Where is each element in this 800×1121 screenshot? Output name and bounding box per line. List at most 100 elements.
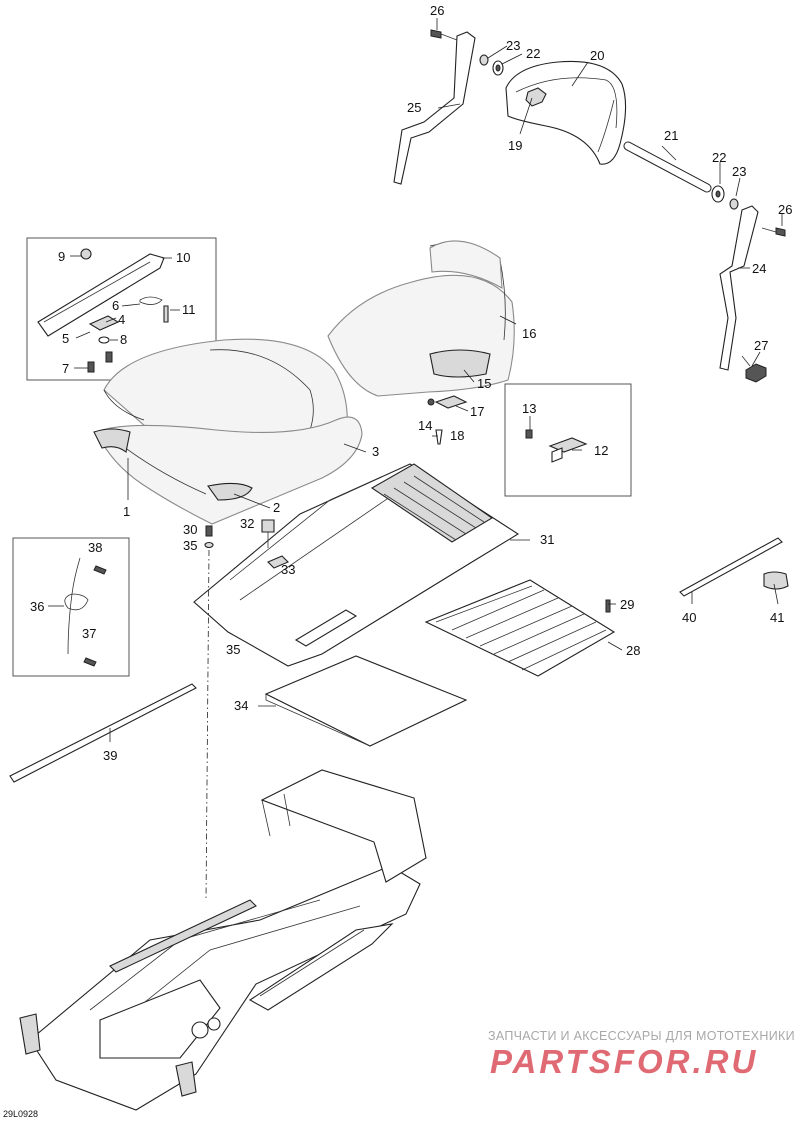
callout-31: 31: [540, 532, 554, 547]
screw-13: [525, 429, 533, 439]
nut-9: [80, 248, 92, 260]
callout-36: 36: [30, 599, 44, 614]
callout-3: 3: [372, 444, 379, 459]
callout-11: 11: [182, 302, 196, 317]
drawing-code: 29L0928: [3, 1109, 38, 1119]
kit-box-36: [12, 537, 130, 677]
washer-23-right: [729, 198, 739, 210]
callout-38: 38: [88, 540, 102, 555]
latch-kit-parts: [37, 248, 169, 373]
pad-34: [264, 655, 468, 747]
seat-base-31: [193, 463, 520, 667]
callout-22-top: 22: [526, 46, 540, 61]
callout-35: 35: [226, 642, 240, 657]
watermark-brand: PARTSFOR.RU: [490, 1043, 758, 1080]
callout-14: 14: [418, 418, 432, 433]
screw-30: [205, 525, 213, 537]
latch-4: [88, 315, 120, 331]
screw-38: [93, 565, 107, 575]
washer-35: [204, 541, 214, 549]
spacer-22-hole: [495, 64, 501, 72]
rail-10: [37, 253, 165, 337]
screw-7: [87, 361, 95, 373]
bracket-24: [719, 205, 759, 371]
rivet-18: [435, 429, 443, 445]
clip-17: [427, 395, 468, 445]
trim-39: [9, 683, 197, 783]
callout-23-top: 23: [506, 38, 520, 53]
watermark-tagline: ЗАПЧАСТИ И АКСЕССУАРЫ ДЛЯ МОТОТЕХНИКИ: [488, 1029, 795, 1043]
callout-5: 5: [62, 331, 69, 346]
front-cap-1: [93, 428, 131, 453]
nut-14: [427, 398, 435, 406]
callout-23-right: 23: [732, 164, 746, 179]
washer-23-top: [479, 54, 489, 66]
callout-10: 10: [176, 250, 190, 265]
callout-32: 32: [240, 516, 254, 531]
pin-11: [163, 305, 169, 323]
callout-35-small: 35: [183, 538, 197, 553]
buckle-33: [267, 555, 289, 569]
backrest-pad-20: [505, 60, 627, 165]
callout-4: 4: [118, 312, 125, 327]
callout-7: 7: [62, 361, 69, 376]
callout-26-right: 26: [778, 202, 792, 217]
patch-2: [207, 482, 253, 501]
washer-8: [98, 336, 110, 344]
passenger-seat-16: [327, 240, 515, 397]
bumper-32: [261, 519, 275, 548]
screw-26-top: [430, 29, 458, 41]
callout-15: 15: [477, 376, 491, 391]
base-ribs: [370, 463, 494, 543]
screw-26-right: [761, 227, 786, 237]
callout-41: 41: [770, 610, 784, 625]
strip-40: [679, 537, 783, 597]
callout-28: 28: [626, 643, 640, 658]
callout-16: 16: [522, 326, 536, 341]
screw-29: [605, 599, 611, 613]
seat-assembly: [93, 338, 363, 525]
seat-3: [95, 416, 363, 525]
callout-9: 9: [58, 249, 65, 264]
callout-27: 27: [754, 338, 768, 353]
callout-13: 13: [522, 401, 536, 416]
callout-25: 25: [407, 100, 421, 115]
callout-24: 24: [752, 261, 766, 276]
cable-36: [64, 557, 107, 667]
callout-34: 34: [234, 698, 248, 713]
kit-box-12: [504, 383, 632, 497]
watermark: ЗАПЧАСТИ И АКСЕССУАРЫ ДЛЯ МОТОТЕХНИКИ PA…: [488, 1029, 795, 1080]
center-line: [205, 549, 210, 901]
callout-39: 39: [103, 748, 117, 763]
callouts: 26 23 22 20 25 19 21 22 23 26 24 27 9 10…: [3, 3, 792, 1119]
callout-8: 8: [120, 332, 127, 347]
callout-20: 20: [590, 48, 604, 63]
callout-19: 19: [508, 138, 522, 153]
patch-15: [429, 349, 491, 378]
callout-33: 33: [281, 562, 295, 577]
rod-21: [623, 141, 712, 193]
bracket-25: [393, 31, 476, 185]
leader-lines: [48, 18, 783, 742]
clip-41: [763, 571, 789, 590]
callout-29: 29: [620, 597, 634, 612]
callout-18: 18: [450, 428, 464, 443]
callout-2: 2: [273, 500, 280, 515]
backrest-assembly: [393, 29, 786, 383]
callout-21: 21: [664, 128, 678, 143]
screw-37: [83, 657, 97, 667]
callout-40: 40: [682, 610, 696, 625]
knob-27: [741, 355, 767, 383]
callout-12: 12: [594, 443, 608, 458]
callout-1: 1: [123, 504, 130, 519]
callout-22-right: 22: [712, 150, 726, 165]
callout-37: 37: [82, 626, 96, 641]
strap-6: [139, 296, 163, 305]
callout-26-top: 26: [430, 3, 444, 18]
cargo-net-28: [424, 579, 616, 677]
hinge-12: [525, 429, 588, 463]
callout-17: 17: [470, 404, 484, 419]
chassis-frame: [19, 769, 427, 1111]
callout-30: 30: [183, 522, 197, 537]
